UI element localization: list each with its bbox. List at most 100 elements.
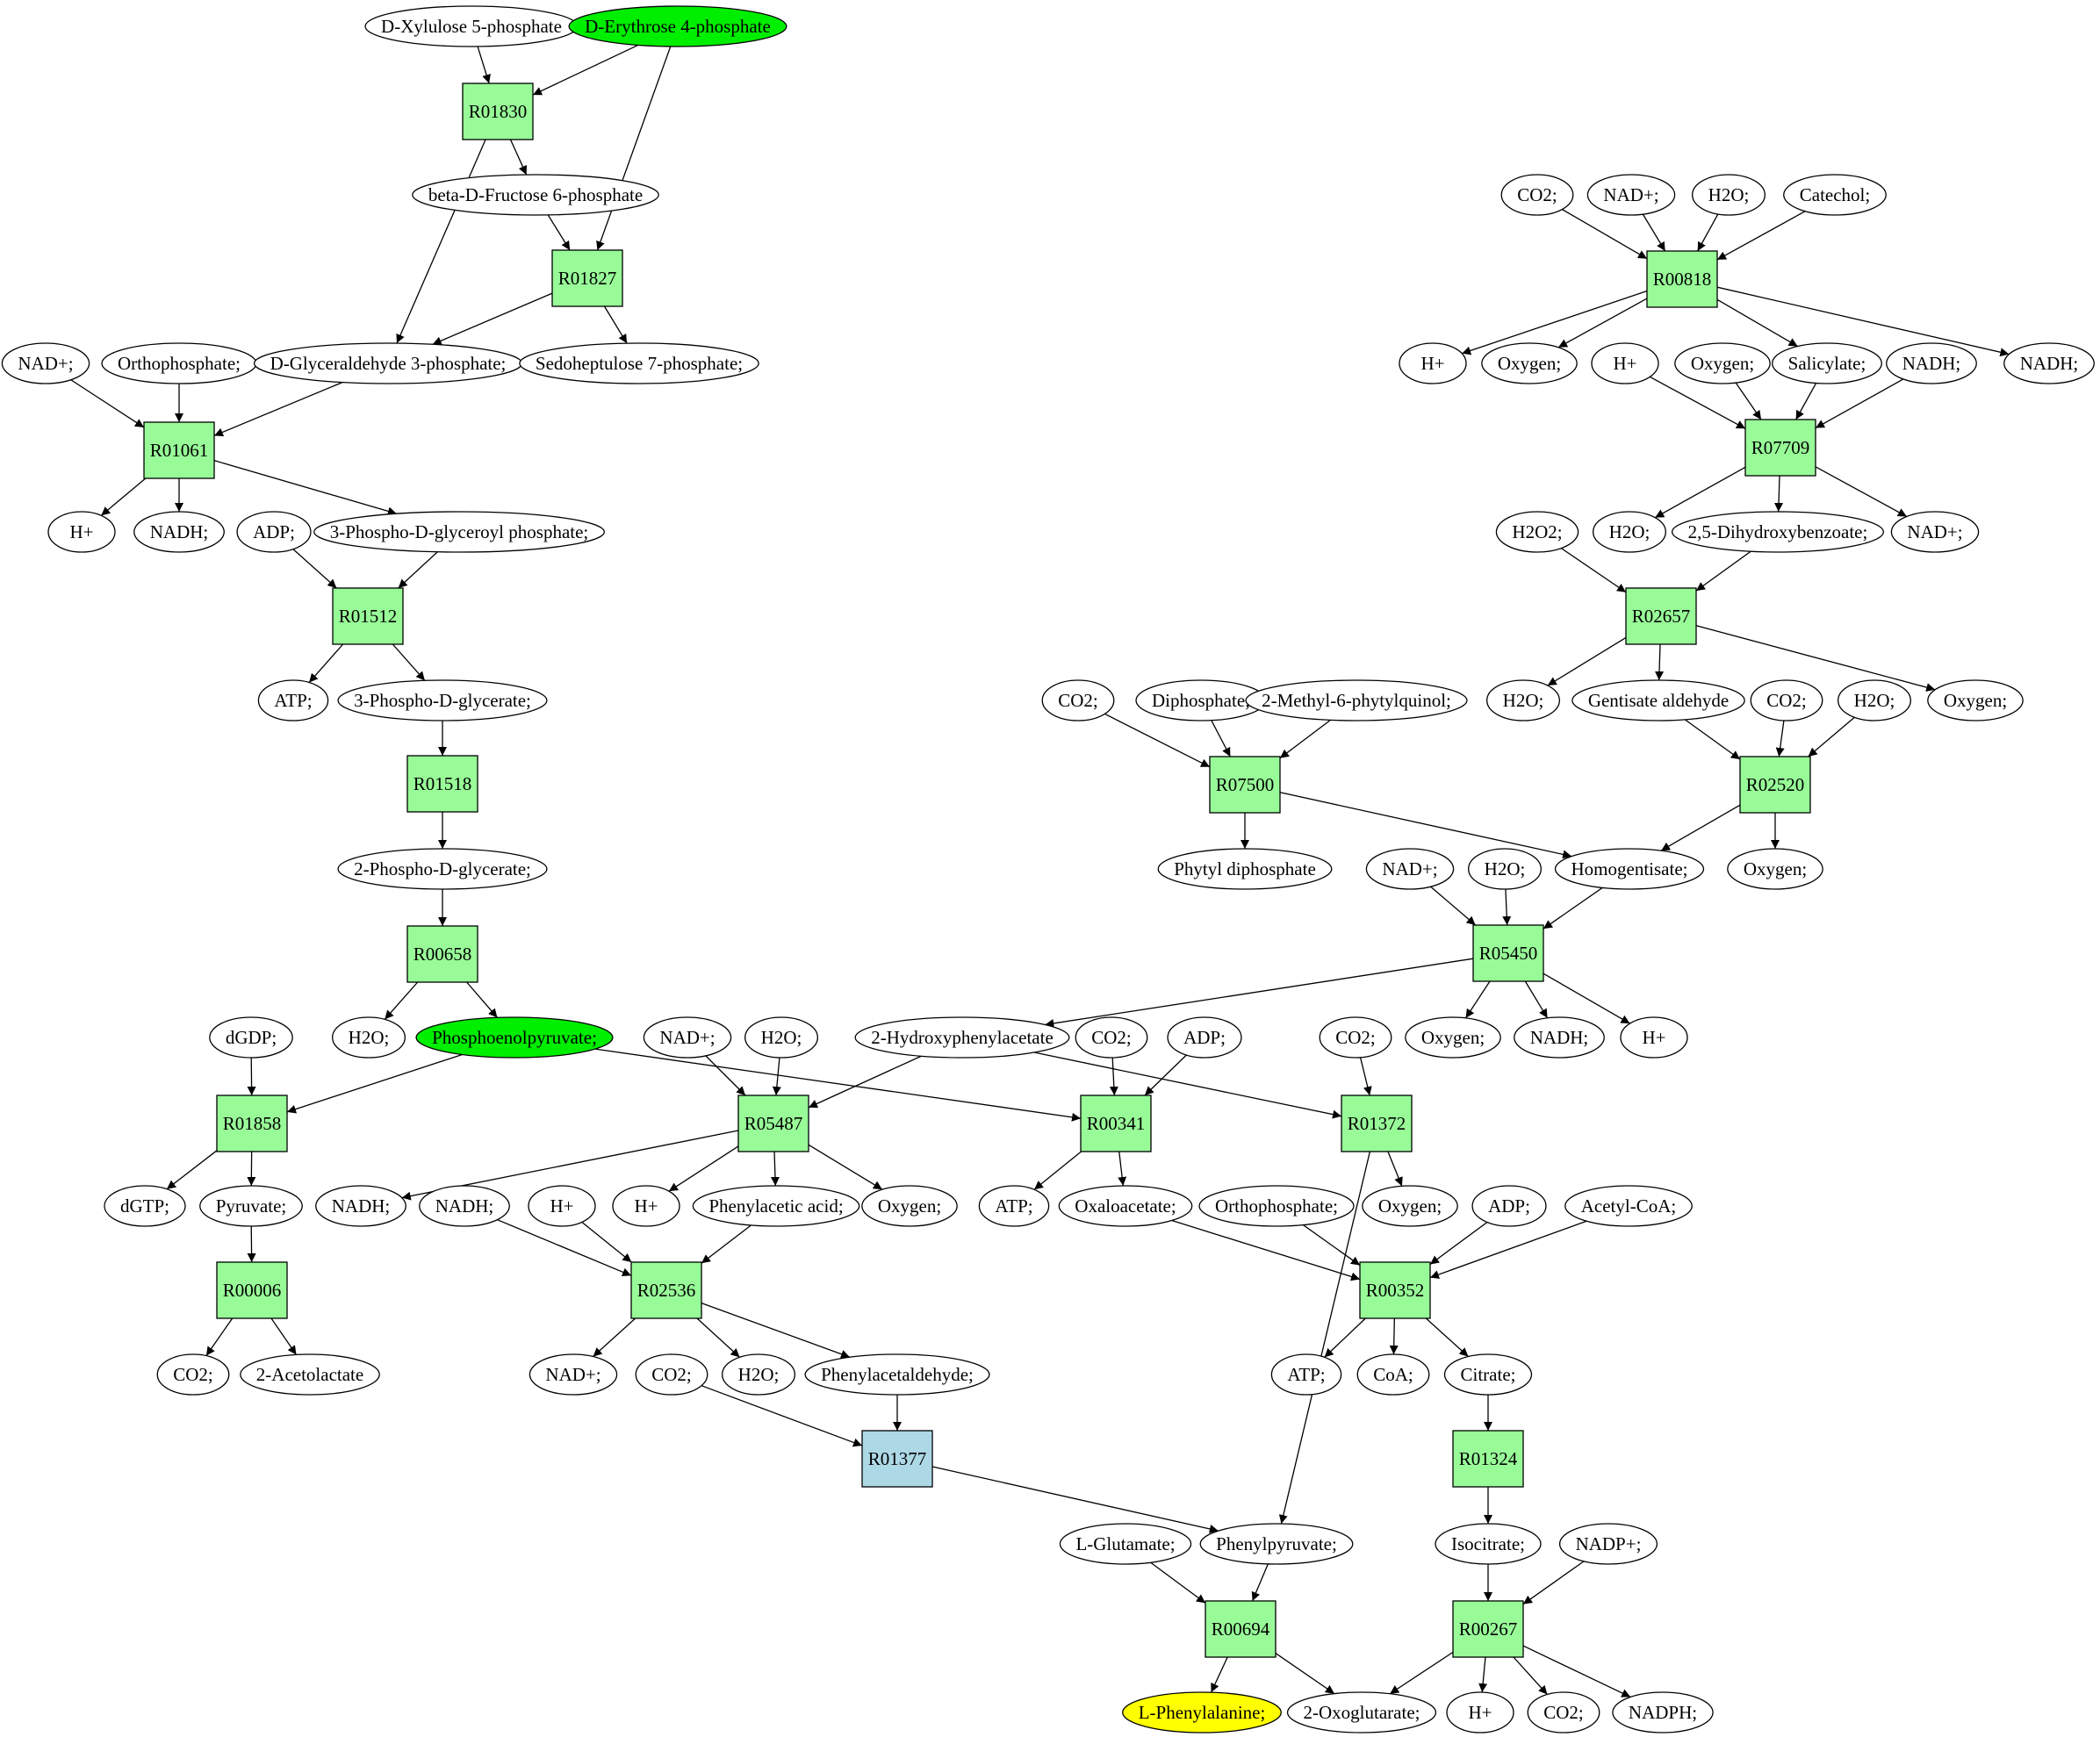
edge-arrow [1429, 1220, 1587, 1279]
metabolite-node: ATP; [978, 1185, 1050, 1227]
edge-arrow [497, 1219, 632, 1277]
metabolite-ellipse [804, 1353, 990, 1396]
metabolite-label: H+ [550, 1195, 573, 1217]
metabolite-node: CO2; [1500, 174, 1574, 216]
edge-arrow [1359, 1057, 1372, 1096]
metabolite-node: dGTP; [104, 1185, 186, 1227]
metabolite-ellipse [1435, 1523, 1542, 1565]
reaction-box [737, 1095, 809, 1152]
metabolite-label: 2-Phospho-D-glycerate; [354, 858, 531, 879]
edge-arrow [398, 551, 438, 589]
edge-arrow [308, 643, 344, 683]
metabolite-label: 3-Phospho-D-glyceroyl phosphate; [330, 521, 589, 542]
metabolite-ellipse [1486, 679, 1560, 721]
metabolite-ellipse [1245, 679, 1468, 721]
metabolite-label: H2O; [738, 1364, 780, 1385]
metabolite-ellipse [978, 1185, 1050, 1227]
edge-arrow [213, 382, 343, 437]
edge-arrow [432, 292, 553, 345]
metabolite-label: 2-Methyl-6-phytylquinol; [1262, 690, 1451, 711]
metabolite-node: NAD+; [1365, 848, 1455, 890]
edge-arrow [1522, 1561, 1585, 1605]
reaction-node: R01827 [551, 249, 623, 307]
metabolite-label: CO2; [1335, 1027, 1376, 1048]
reaction-label: R05487 [744, 1113, 803, 1134]
edge-arrow [1695, 625, 1936, 692]
metabolite-ellipse [332, 1016, 406, 1059]
metabolite-ellipse [1041, 679, 1115, 721]
metabolite-label: Phytyl diphosphate [1174, 858, 1316, 879]
edge-arrow [286, 1053, 463, 1114]
metabolite-label: Acetyl-CoA; [1581, 1195, 1676, 1217]
metabolite-node: H2O; [332, 1016, 406, 1059]
metabolite-ellipse [528, 1185, 596, 1227]
metabolite-label: H2O2; [1512, 521, 1562, 542]
edge-arrow [1302, 1224, 1361, 1267]
metabolite-node: NAD+; [643, 1016, 732, 1059]
edge-arrow [668, 1145, 739, 1192]
edge-arrow [1324, 1317, 1366, 1358]
metabolite-ellipse [337, 679, 548, 721]
metabolite-label: Oxygen; [1378, 1195, 1442, 1217]
metabolite-label: NADH; [2020, 353, 2079, 374]
reaction-box [406, 925, 478, 983]
metabolite-ellipse [1612, 1691, 1714, 1733]
metabolite-label: Diphosphate; [1152, 690, 1250, 711]
edge-arrow [1045, 958, 1474, 1028]
metabolite-node: Orthophosphate; [1198, 1185, 1355, 1227]
metabolite-ellipse [1, 342, 90, 384]
reaction-label: R01858 [223, 1113, 282, 1134]
reaction-node: R01061 [143, 421, 215, 479]
reaction-label: R01061 [150, 440, 209, 461]
metabolite-ellipse [1405, 1016, 1501, 1059]
metabolite-node: H+ [1399, 342, 1467, 384]
metabolite-ellipse [257, 679, 329, 721]
edge-arrow [931, 1466, 1219, 1533]
reaction-label: R01512 [339, 606, 398, 627]
reaction-label: R01518 [414, 773, 472, 794]
edge-arrow [1210, 1656, 1228, 1693]
reaction-box [861, 1430, 933, 1488]
metabolite-node: H+ [1620, 1016, 1688, 1059]
edge-arrow [1429, 1221, 1488, 1265]
metabolite-node: Citrate; [1443, 1353, 1533, 1396]
metabolite-label: Oxygen; [878, 1195, 941, 1217]
metabolite-label: NAD+; [659, 1027, 715, 1048]
metabolite-node: L-Glutamate; [1059, 1523, 1192, 1565]
metabolite-ellipse [240, 1353, 380, 1396]
edge-arrow [1033, 1151, 1082, 1190]
metabolite-node: NAD+; [1586, 174, 1676, 216]
metabolite-node: ADP; [1167, 1016, 1242, 1059]
reaction-box [1209, 756, 1281, 814]
edge-arrow [593, 1317, 636, 1358]
metabolite-node: beta-D-Fructose 6-phosphate [412, 174, 659, 216]
edge-arrow [1279, 792, 1572, 859]
edge-arrow [1547, 636, 1627, 686]
metabolite-node: H2O2; [1495, 511, 1579, 553]
reaction-box [1452, 1430, 1524, 1488]
metabolite-ellipse [412, 174, 659, 216]
edge-arrow [705, 1055, 746, 1096]
edge-arrow [547, 214, 571, 251]
metabolite-ellipse [1362, 1185, 1458, 1227]
reaction-node: R07500 [1209, 756, 1281, 814]
edge-arrow [1464, 980, 1491, 1019]
metabolite-label: H2O; [1503, 690, 1544, 711]
edge-arrow [1118, 1151, 1127, 1187]
metabolite-node: Diphosphate; [1135, 679, 1267, 721]
metabolite-ellipse [1886, 342, 1977, 384]
metabolite-ellipse [47, 511, 116, 553]
edge-arrow [1275, 1653, 1335, 1695]
metabolite-ellipse [1674, 342, 1771, 384]
metabolite-node: NAD+; [1890, 511, 1980, 553]
metabolite-ellipse [692, 1185, 860, 1227]
edge-arrow [581, 1221, 632, 1263]
metabolite-label: NAD+; [1382, 858, 1437, 879]
metabolite-ellipse [1167, 1016, 1242, 1059]
metabolite-ellipse [1399, 342, 1467, 384]
reaction-node: R00267 [1452, 1600, 1524, 1658]
metabolite-node: Pyruvate; [199, 1185, 303, 1227]
metabolite-node: Phenylpyruvate; [1199, 1523, 1354, 1565]
edge-arrow [1562, 208, 1648, 260]
reaction-box [551, 249, 623, 307]
